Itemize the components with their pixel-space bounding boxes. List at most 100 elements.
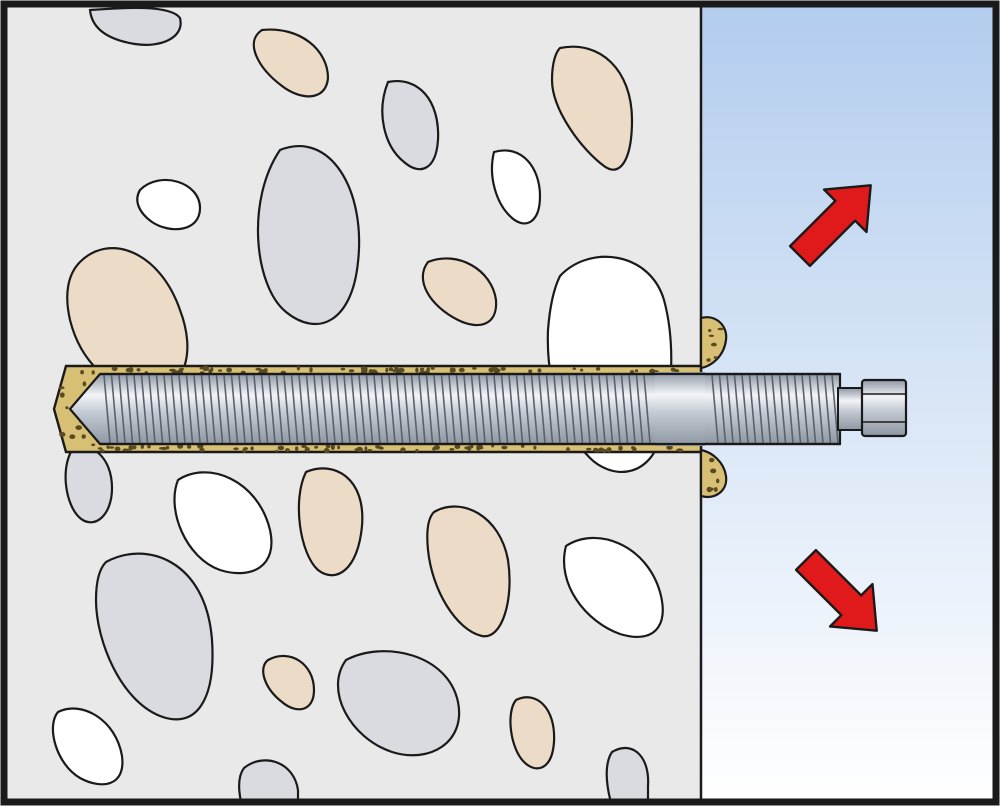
- mortar-grain: [709, 457, 715, 463]
- thread-line: [793, 374, 802, 444]
- thread-line: [245, 374, 254, 444]
- mortar-grain: [122, 448, 130, 452]
- thread-line: [268, 374, 276, 444]
- mortar-grain: [218, 369, 223, 372]
- thread-line: [148, 374, 156, 444]
- thread-line: [711, 374, 719, 444]
- lower-arrow: [794, 548, 878, 632]
- thread-line: [455, 374, 464, 444]
- thread-line: [568, 374, 576, 444]
- thread-line: [583, 374, 591, 444]
- mortar-grain: [706, 358, 711, 362]
- stone: [51, 707, 124, 786]
- thread-line: [365, 374, 374, 444]
- mortar-grain: [309, 367, 313, 373]
- mortar-grain: [533, 445, 537, 450]
- mortar-grain: [708, 329, 712, 332]
- thread-line: [823, 374, 832, 444]
- thread-line: [463, 374, 471, 444]
- mortar-grain: [491, 444, 495, 448]
- mortar-grain: [165, 445, 170, 450]
- thread-line: [635, 374, 644, 444]
- stone: [136, 179, 202, 231]
- stone: [252, 28, 330, 98]
- mortar-grain: [69, 434, 76, 440]
- thread-line: [425, 374, 434, 444]
- thread-line: [200, 374, 209, 444]
- thread-line: [560, 374, 569, 444]
- thread-line: [801, 374, 809, 444]
- thread-line: [275, 374, 284, 444]
- mortar-grain: [199, 447, 205, 453]
- thread-line: [298, 374, 306, 444]
- mortar-grain: [59, 432, 66, 437]
- thread-line: [395, 374, 404, 444]
- thread-line: [110, 374, 119, 444]
- mortar-grain: [572, 367, 577, 370]
- mortar-grain: [370, 369, 378, 373]
- mortar-grain: [472, 367, 477, 370]
- stone: [297, 467, 364, 577]
- thread-line: [163, 374, 171, 444]
- mortar-grain: [97, 447, 103, 450]
- thread-line: [208, 374, 216, 444]
- mortar-grain: [419, 367, 425, 371]
- mortar-grain: [295, 446, 299, 451]
- mortar-grain: [706, 486, 713, 493]
- mortar-grain: [337, 445, 341, 450]
- thread-line: [350, 374, 359, 444]
- thread-line: [403, 374, 411, 444]
- stone: [381, 79, 440, 171]
- mortar-grain: [415, 367, 419, 373]
- mortar-grain: [111, 366, 118, 372]
- mortar-grain: [379, 446, 384, 450]
- mortar-grain: [674, 369, 680, 373]
- rod-smooth-section: [655, 372, 705, 446]
- thread-line: [763, 374, 772, 444]
- mortar-grain: [128, 445, 133, 451]
- mortar-grain: [99, 449, 105, 453]
- mortar-grain: [106, 445, 110, 449]
- thread-line: [726, 374, 734, 444]
- thread-line: [786, 374, 794, 444]
- mortar-grain: [717, 327, 724, 331]
- mortar-grain: [91, 370, 95, 375]
- thread-line: [140, 374, 149, 444]
- mortar-grain: [131, 445, 137, 450]
- mortar-grain: [466, 445, 472, 451]
- mortar-grain: [500, 366, 506, 371]
- mortar-grain: [75, 425, 82, 430]
- aggregate-stones: [51, 7, 673, 799]
- mortar-grain: [415, 448, 419, 453]
- thread-line: [733, 374, 742, 444]
- hex-nut-icon: [860, 378, 908, 438]
- mortar-grain: [242, 448, 247, 454]
- mortar-grain: [233, 447, 239, 451]
- mortar-grain: [398, 367, 405, 373]
- mortar-grain: [136, 368, 141, 372]
- mortar-grain: [158, 447, 165, 450]
- thread-line: [771, 374, 779, 444]
- mortar-grain: [187, 444, 192, 449]
- mortar-grain: [710, 342, 717, 347]
- stone: [64, 446, 114, 524]
- mortar-grain: [392, 369, 396, 373]
- stone: [238, 759, 300, 799]
- thread-line: [103, 374, 111, 444]
- mortar-grain: [430, 366, 435, 370]
- mortar-grain: [314, 445, 319, 449]
- mortar-grain: [586, 447, 592, 451]
- mortar-grain: [433, 445, 440, 450]
- mortar-grain: [713, 356, 718, 359]
- mortar-grain: [678, 449, 683, 452]
- thread-line: [756, 374, 764, 444]
- mortar-grain: [264, 368, 268, 374]
- thread-line: [238, 374, 246, 444]
- thread-line: [575, 374, 584, 444]
- thread-line: [223, 374, 231, 444]
- thread-line: [613, 374, 621, 444]
- mortar-grain: [449, 367, 454, 374]
- mortar-grain: [277, 445, 285, 451]
- thread-line: [410, 374, 419, 444]
